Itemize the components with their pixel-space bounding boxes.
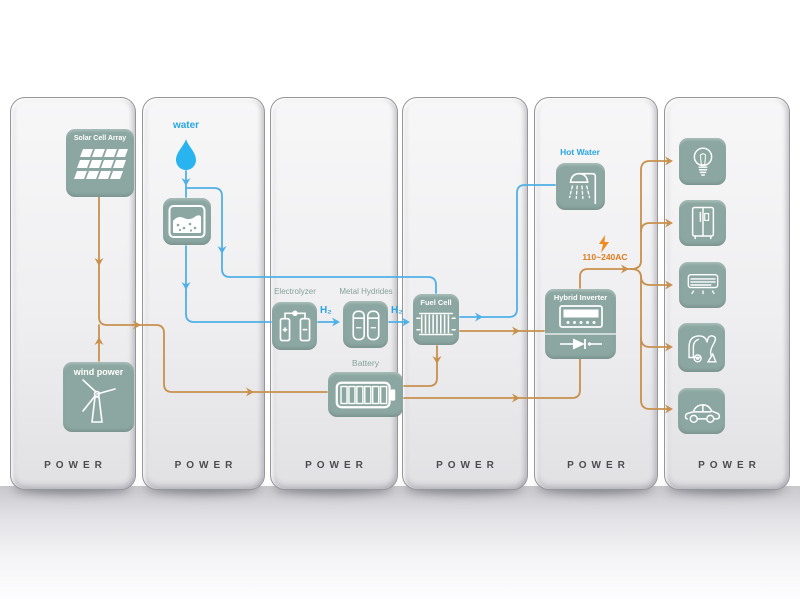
floor [0,486,800,599]
fuel-cell-node: Fuel Cell [413,294,459,345]
water-label: water [172,120,200,131]
battery-label: Battery [352,358,379,368]
appliance-electric-car [678,388,725,434]
electrolyzer-icon [279,310,310,342]
electric-car-icon [684,404,720,424]
power-bank-panel-4: POWER [402,97,528,490]
battery-icon [335,381,395,408]
power-label: POWER [698,460,761,471]
power-label: POWER [174,460,238,471]
refrigerator-icon [691,206,714,240]
hot-water-label: Hot Water [560,147,600,157]
electrolyzer-label: Electrolyzer [274,287,316,296]
metal-hydrides-label: Metal Hydrides [339,287,393,296]
power-lines [98,160,671,410]
diode-icon [559,338,602,350]
metal-hydrides-node [343,301,388,348]
lightning-bolt-icon [599,235,609,253]
inverter-display-icon [558,305,603,329]
electrolyzer-node [272,302,317,350]
wind-label: wind power [73,367,124,377]
ac-output-label: 110~240AC [582,252,628,262]
appliance-light-bulb [679,138,726,185]
power-label: POWER [436,460,499,471]
hybrid-inverter-label: Hybrid Inverter [553,293,608,302]
water-tank-node [163,198,211,245]
hot-water-node [556,163,605,210]
fuel-cell-label: Fuel Cell [420,298,452,307]
hydrogen-label-2: H₂ [391,305,403,316]
battery-node [328,372,403,417]
water-tank-icon [168,205,206,238]
shower-icon [568,172,596,204]
appliance-air-conditioner [679,262,726,308]
power-label: POWER [305,460,368,471]
appliance-refrigerator [679,200,726,246]
water-hydrogen-lines [185,170,556,323]
power-bank-panel-3: POWER [270,97,398,490]
wind-turbine-icon [81,379,116,423]
solar-panel-icon [74,148,128,179]
solar-cell-array-node: Solar Cell Array [66,129,134,197]
vacuum-cleaner-icon [687,334,717,363]
inverter-divider [545,333,616,335]
hybrid-inverter-node: Hybrid Inverter [545,289,616,359]
metal-hydrides-icon [351,310,380,340]
water-drop-icon [176,139,196,170]
fuel-cell-icon [416,312,456,336]
hydrogen-label-1: H₂ [320,305,332,316]
power-label: POWER [567,460,630,471]
light-bulb-icon [693,146,712,176]
power-bank-panel-2: POWER [142,97,265,490]
power-label: POWER [44,460,107,471]
solar-label: Solar Cell Array [73,135,127,142]
wind-power-node: wind power [63,362,134,432]
air-conditioner-icon [687,273,718,296]
appliance-vacuum-cleaner [678,323,725,372]
